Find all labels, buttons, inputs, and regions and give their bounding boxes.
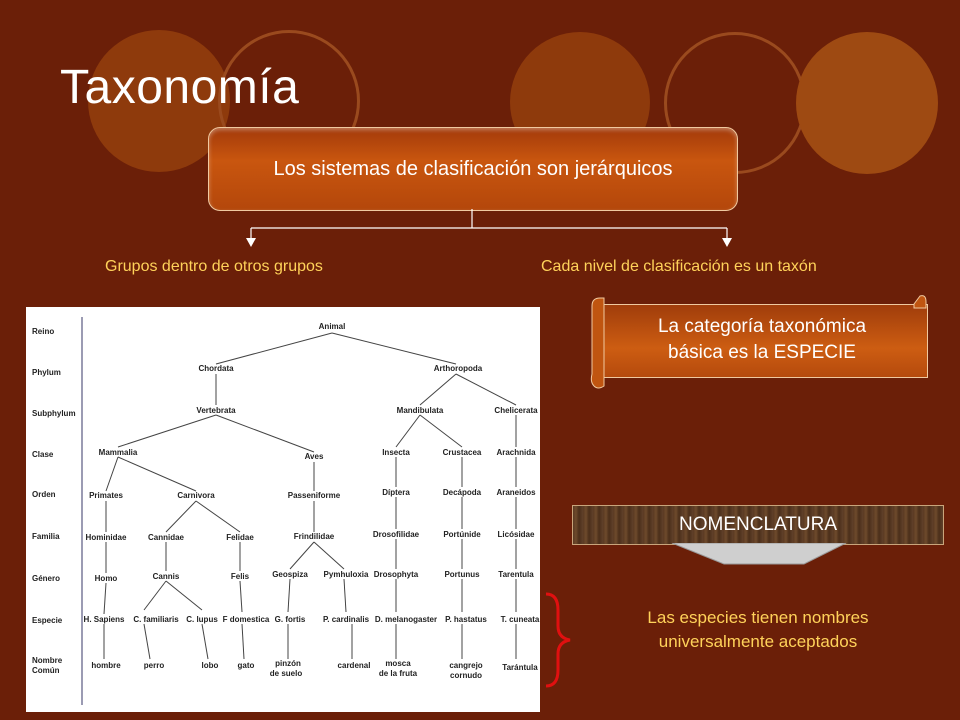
taxon-portunidae: Portúnide xyxy=(443,530,481,539)
taxon-mammalia: Mammalia xyxy=(99,448,138,457)
common-mosca-1: mosca xyxy=(385,659,411,668)
arrow-right-head xyxy=(722,238,732,247)
common-pinzon-1: pinzón xyxy=(275,659,301,668)
species-g-fortis: G. fortis xyxy=(275,615,306,624)
taxon-arachnida: Arachnida xyxy=(496,448,536,457)
arrow-left-head xyxy=(246,238,256,247)
common-tarantula: Tarántula xyxy=(502,663,538,672)
taxon-aves: Aves xyxy=(305,452,324,461)
scroll-line-1: La categoría taxonómica xyxy=(657,316,867,337)
taxon-vertebrata: Vertebrata xyxy=(196,406,236,415)
species-f-domestica: F domestica xyxy=(223,615,270,624)
taxonomy-tree-svg: Reino Phylum Subphylum Clase Orden Famil… xyxy=(32,317,540,705)
nomenclature-down-arrow-icon xyxy=(671,543,847,565)
rank-phylum: Phylum xyxy=(32,368,61,377)
scroll-curl-icon xyxy=(590,295,927,389)
taxon-portunus: Portunus xyxy=(444,570,480,579)
taxon-cannis: Cannis xyxy=(153,572,180,581)
rank-comun: Común xyxy=(32,666,60,675)
taxon-drosofilidae: Drosofilidae xyxy=(373,530,420,539)
taxon-hominidae: Hominidae xyxy=(86,533,127,542)
branch-label-right: Cada nivel de clasificación es un taxón xyxy=(541,258,817,275)
hierarchy-box: Los sistemas de clasificación son jerárq… xyxy=(208,127,738,211)
taxon-primates: Primates xyxy=(89,491,123,500)
rank-genero: Género xyxy=(32,574,60,583)
branch-arrows xyxy=(246,209,732,247)
taxon-felis: Felis xyxy=(231,572,250,581)
rank-familia: Familia xyxy=(32,532,60,541)
taxon-pyrrhuloxia: Pymhuloxia xyxy=(324,570,369,579)
taxon-araneidos: Araneidos xyxy=(496,488,536,497)
taxon-chelicerata: Chelicerata xyxy=(494,406,538,415)
taxon-passeriforme: Passeniforme xyxy=(288,491,341,500)
taxon-mandibulata: Mandibulata xyxy=(397,406,444,415)
rank-orden: Orden xyxy=(32,490,56,499)
taxon-diptera: Díptera xyxy=(382,488,410,497)
common-cangrejo-1: cangrejo xyxy=(449,661,482,670)
species-scroll-banner: La categoría taxonómica básica es la ESP… xyxy=(588,294,928,389)
decor-circle-1 xyxy=(88,30,230,172)
taxon-geospiza: Geospiza xyxy=(272,570,308,579)
scroll-body xyxy=(598,304,928,378)
species-p-cardinalis: P. cardinalis xyxy=(323,615,370,624)
taxon-drosophyta: Drosophyta xyxy=(374,570,419,579)
taxon-insecta: Insecta xyxy=(382,448,410,457)
taxon-animal: Animal xyxy=(319,322,346,331)
rank-clase: Clase xyxy=(32,450,54,459)
rank-especie: Especie xyxy=(32,616,63,625)
species-c-lupus: C. lupus xyxy=(186,615,218,624)
common-perro: perro xyxy=(144,661,165,670)
species-line-2: universalmente aceptados xyxy=(658,632,858,651)
branch-label-left: Grupos dentro de otros grupos xyxy=(105,258,323,275)
rank-subphylum: Subphylum xyxy=(32,409,76,418)
nomenclature-box: NOMENCLATURA xyxy=(572,505,944,545)
common-gato: gato xyxy=(238,661,255,670)
taxon-felidae: Felidae xyxy=(226,533,254,542)
common-hombre: hombre xyxy=(91,661,121,670)
rank-reino: Reino xyxy=(32,327,54,336)
scroll-text: La categoría taxonómica básica es la ESP… xyxy=(598,304,926,376)
rank-nombre: Nombre xyxy=(32,656,63,665)
slide-title: Taxonomía xyxy=(60,61,300,114)
scroll-line-2: básica es la ESPECIE xyxy=(668,342,856,363)
species-note: Las especies tienen nombres universalmen… xyxy=(588,606,928,654)
taxon-crustacea: Crustacea xyxy=(443,448,482,457)
taxon-chordata: Chordata xyxy=(198,364,234,373)
taxon-arthropoda: Arthoropoda xyxy=(434,364,483,373)
taxonomy-tree: Reino Phylum Subphylum Clase Orden Famil… xyxy=(26,307,540,712)
common-mosca-2: de la fruta xyxy=(379,669,418,678)
species-t-cuneata: T. cuneata xyxy=(501,615,540,624)
species-d-melanogaster: D. melanogaster xyxy=(375,615,437,624)
taxon-carnivora: Carnivora xyxy=(177,491,215,500)
common-cangrejo-2: cornudo xyxy=(450,671,482,680)
species-c-familiaris: C. familiaris xyxy=(133,615,179,624)
common-pinzon-2: de suelo xyxy=(270,669,303,678)
common-cardenal: cardenal xyxy=(338,661,371,670)
taxon-tarentula: Tarentula xyxy=(498,570,534,579)
decor-circle-5 xyxy=(796,32,938,174)
common-lobo: lobo xyxy=(202,661,219,670)
taxon-cannidae: Cannidae xyxy=(148,533,185,542)
species-line-1: Las especies tienen nombres xyxy=(647,608,869,627)
taxon-fringilidae: Frindilidae xyxy=(294,532,335,541)
species-h-sapiens: H. Sapiens xyxy=(84,615,125,624)
taxon-homo: Homo xyxy=(95,574,118,583)
brace-icon xyxy=(545,592,571,688)
taxon-decapoda: Decápoda xyxy=(443,488,482,497)
species-p-hastatus: P. hastatus xyxy=(445,615,487,624)
taxon-licosidae: Licósidae xyxy=(498,530,535,539)
